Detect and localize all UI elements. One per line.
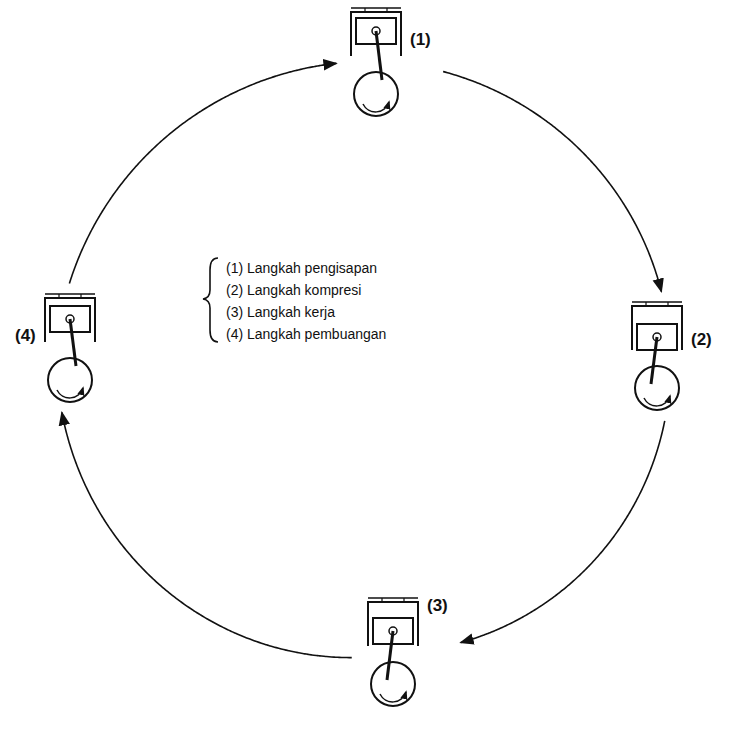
stroke-name: (1) Langkah pengisapan (226, 260, 377, 276)
piston-figure (39, 292, 101, 404)
piston-figure (626, 300, 688, 412)
cycle-arrow (443, 72, 661, 292)
crankshaft (371, 662, 415, 706)
callout-number: (1) (407, 30, 434, 50)
connecting-rod (651, 337, 657, 384)
callout-number: (2) (688, 330, 715, 350)
engine-stroke: (3) (362, 596, 451, 708)
piston-figure (345, 6, 407, 118)
connecting-rod (376, 31, 382, 80)
callout-number: (3) (424, 596, 451, 616)
engine-stroke: (2) (626, 300, 715, 412)
cycle-arrow (461, 421, 665, 643)
cycle-arrow (69, 63, 336, 283)
engine-stroke: (1) (345, 6, 434, 118)
engine-stroke: (4) (12, 292, 101, 404)
crankshaft (48, 358, 92, 402)
stroke-name: (2) Langkah kompresi (226, 282, 361, 298)
callout-number: (4) (12, 326, 39, 346)
stroke-name: (4) Langkah pembuangan (226, 326, 386, 342)
connecting-rod (387, 631, 393, 680)
brace (203, 258, 218, 342)
crankshaft (635, 366, 679, 410)
connecting-rod (70, 319, 76, 366)
cycle-arrow (62, 412, 352, 657)
crankshaft (354, 72, 398, 116)
piston-figure (362, 596, 424, 708)
stroke-name: (3) Langkah kerja (226, 304, 335, 320)
